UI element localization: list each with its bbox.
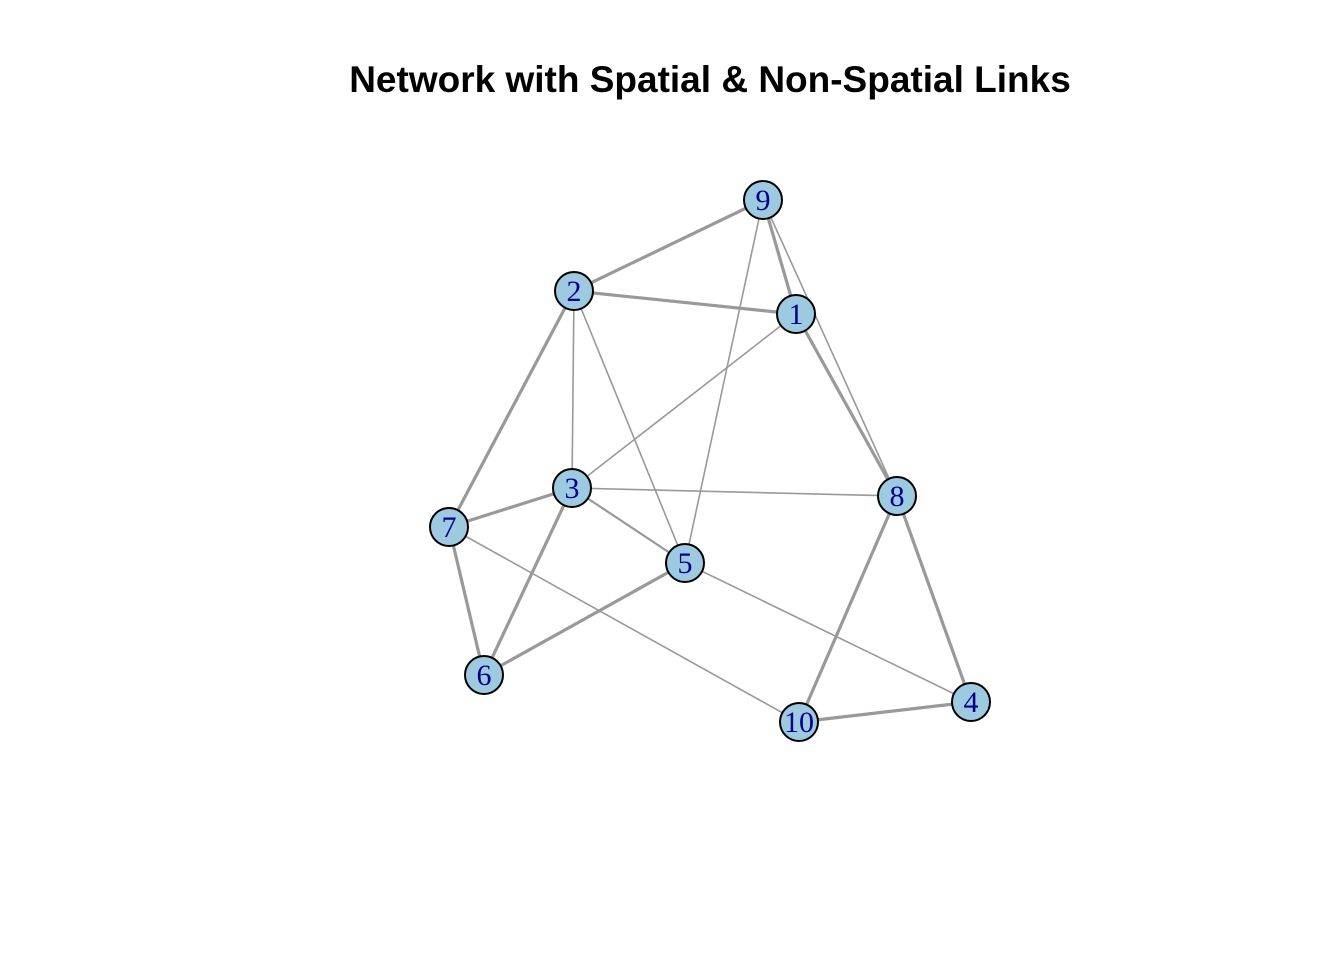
edge-3-5 bbox=[571, 487, 686, 564]
edge-5-4 bbox=[684, 562, 972, 703]
edge-8-4 bbox=[895, 495, 973, 703]
edges-layer bbox=[447, 198, 973, 724]
node-8: 8 bbox=[877, 476, 917, 516]
edge-9-2 bbox=[573, 198, 764, 293]
edge-9-5 bbox=[684, 199, 764, 564]
edge-9-8 bbox=[762, 199, 898, 497]
node-label: 2 bbox=[567, 275, 582, 308]
node-circle bbox=[554, 271, 594, 311]
node-label: 1 bbox=[789, 298, 804, 331]
node-label: 9 bbox=[756, 184, 771, 217]
node-circle bbox=[429, 507, 469, 547]
edge-2-7 bbox=[447, 290, 576, 528]
edge-1-3 bbox=[571, 313, 797, 489]
node-3: 3 bbox=[552, 468, 592, 508]
node-label: 7 bbox=[442, 511, 457, 544]
nodes-layer: 1 2 3 4 5 6 7 8 9 10 bbox=[429, 180, 991, 742]
node-circle bbox=[743, 180, 783, 220]
node-label: 6 bbox=[477, 659, 492, 692]
node-circle bbox=[464, 655, 504, 695]
node-7: 7 bbox=[429, 507, 469, 547]
edge-2-1 bbox=[573, 289, 797, 316]
edge-8-10 bbox=[797, 495, 899, 723]
edge-3-6 bbox=[482, 487, 574, 676]
node-circle bbox=[776, 294, 816, 334]
node-5: 5 bbox=[665, 543, 705, 583]
node-1: 1 bbox=[776, 294, 816, 334]
edge-3-7 bbox=[448, 486, 573, 529]
node-9: 9 bbox=[743, 180, 783, 220]
node-label: 4 bbox=[964, 686, 979, 719]
node-label: 10 bbox=[784, 706, 814, 739]
edge-10-4 bbox=[798, 700, 972, 724]
edge-5-6 bbox=[483, 561, 686, 677]
edge-7-6 bbox=[447, 526, 486, 676]
node-label: 5 bbox=[678, 547, 693, 580]
edge-2-3 bbox=[571, 290, 575, 489]
node-circle bbox=[951, 682, 991, 722]
node-circle bbox=[665, 543, 705, 583]
node-10: 10 bbox=[779, 702, 819, 742]
edge-2-5 bbox=[573, 290, 686, 564]
node-label: 3 bbox=[565, 472, 580, 505]
node-circle bbox=[552, 468, 592, 508]
edge-3-8 bbox=[571, 487, 898, 497]
node-label: 8 bbox=[890, 480, 905, 513]
diagram-title: Network with Spatial & Non-Spatial Links bbox=[349, 59, 1071, 100]
node-2: 2 bbox=[554, 271, 594, 311]
node-circle bbox=[779, 702, 819, 742]
node-4: 4 bbox=[951, 682, 991, 722]
edge-7-10 bbox=[448, 526, 800, 723]
edge-1-8 bbox=[794, 313, 899, 497]
node-6: 6 bbox=[464, 655, 504, 695]
node-circle bbox=[877, 476, 917, 516]
